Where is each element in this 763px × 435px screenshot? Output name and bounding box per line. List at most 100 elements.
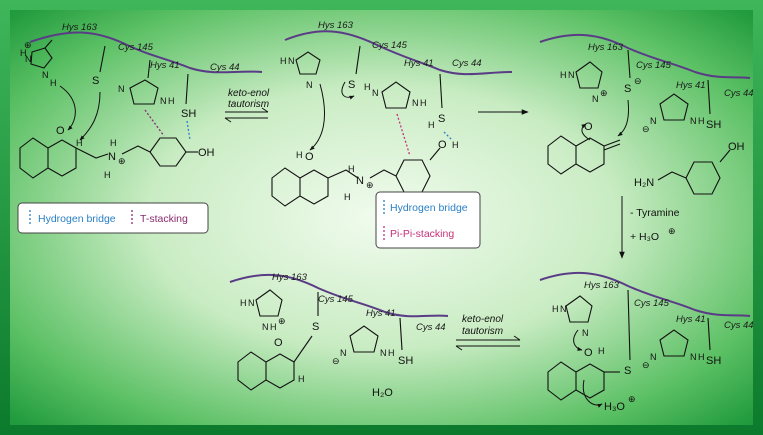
svg-text:⊕: ⊕ — [278, 316, 286, 326]
svg-text:H: H — [270, 322, 277, 332]
arrow-label-keto-enol: keto-enol — [228, 88, 270, 99]
svg-text:N: N — [412, 98, 419, 108]
svg-text:⊕: ⊕ — [24, 40, 32, 50]
svg-text:H: H — [348, 164, 355, 174]
svg-text:H: H — [50, 78, 57, 88]
svg-text:S: S — [438, 113, 445, 125]
legend-pi-pi-stacking: Pi-Pi-stacking — [390, 228, 454, 240]
svg-text:N: N — [560, 304, 567, 314]
svg-text:⊕: ⊕ — [668, 226, 676, 236]
svg-text:H: H — [168, 96, 175, 106]
legend-hydrogen-bridge: Hydrogen bridge — [38, 213, 116, 225]
equilibrium-arrow-2: keto-enol tautorism — [455, 314, 521, 351]
step-arrow: - Tyramine + H₃O ⊕ — [619, 196, 680, 259]
svg-text:N: N — [356, 175, 364, 187]
svg-text:S: S — [624, 365, 631, 377]
svg-text:N: N — [380, 348, 387, 358]
svg-text:N: N — [25, 54, 32, 64]
panel-5: Hys 163 Cys 145 Hys 41 Cys 44 H N N H ⊕ … — [229, 272, 449, 399]
panel-4: Hys 163 Cys 145 Hys 41 Cys 44 H N N S N … — [539, 271, 754, 413]
residue-label-his41: Hys 41 — [150, 60, 180, 71]
svg-text:Cys 145: Cys 145 — [634, 298, 670, 309]
svg-text:H: H — [298, 374, 305, 384]
residue-label-cys44: Cys 44 — [210, 62, 240, 73]
svg-text:H: H — [296, 150, 303, 160]
svg-text:Cys 145: Cys 145 — [636, 60, 672, 71]
legend-box-1 — [17, 202, 209, 234]
svg-text:S: S — [312, 321, 319, 333]
svg-text:O: O — [438, 139, 447, 151]
protein-backbone — [539, 33, 751, 79]
svg-text:keto-enol: keto-enol — [462, 314, 504, 325]
svg-text:N: N — [108, 151, 116, 163]
svg-text:⊕: ⊕ — [600, 88, 608, 98]
svg-text:N: N — [160, 96, 167, 106]
svg-text:N: N — [248, 298, 255, 308]
svg-text:⊕: ⊕ — [366, 180, 374, 190]
protein-backbone — [284, 30, 513, 76]
svg-text:H: H — [344, 192, 351, 202]
svg-text:OH: OH — [198, 147, 215, 159]
svg-text:H: H — [420, 98, 427, 108]
svg-text:Cys 145: Cys 145 — [318, 294, 354, 305]
svg-text:N: N — [262, 322, 269, 332]
svg-text:Hys 41: Hys 41 — [676, 314, 706, 325]
svg-text:H₂N: H₂N — [634, 177, 654, 189]
arrow-label-tautorism: tautorism — [228, 99, 269, 110]
svg-text:Hys 163: Hys 163 — [272, 272, 308, 283]
svg-text:O: O — [56, 125, 65, 137]
svg-text:O: O — [305, 151, 314, 163]
svg-text:N: N — [592, 94, 599, 104]
svg-text:SH: SH — [706, 119, 721, 131]
svg-text:N: N — [372, 88, 379, 98]
imidazole-ring — [30, 47, 53, 69]
svg-text:Hys 41: Hys 41 — [366, 308, 396, 319]
legend-box-2 — [375, 191, 481, 249]
svg-text:H: H — [388, 348, 395, 358]
legend-hydrogen-bridge-2: Hydrogen bridge — [390, 202, 468, 214]
svg-text:⊕: ⊕ — [118, 156, 126, 166]
protein-backbone — [539, 271, 751, 317]
svg-text:Cys 44: Cys 44 — [724, 88, 754, 99]
svg-text:S: S — [348, 79, 355, 91]
svg-text:N: N — [42, 70, 49, 80]
panel-1: Hys 163 Cys 145 Hys 41 Cys 44 H N ⊕ N H … — [17, 22, 263, 234]
svg-text:H: H — [110, 138, 117, 148]
svg-text:N: N — [288, 56, 295, 66]
svg-text:N: N — [690, 352, 697, 362]
svg-text:N: N — [340, 348, 347, 358]
svg-text:S: S — [624, 83, 631, 95]
svg-text:Hys 163: Hys 163 — [584, 280, 620, 291]
protein-backbone — [29, 31, 263, 74]
svg-text:SH: SH — [706, 355, 721, 367]
svg-text:H: H — [698, 116, 705, 126]
svg-text:N: N — [690, 116, 697, 126]
svg-text:Hys 163: Hys 163 — [588, 42, 624, 53]
svg-text:OH: OH — [728, 141, 745, 153]
svg-text:⊖: ⊖ — [634, 76, 642, 86]
step-label-minus-tyramine: - Tyramine — [630, 207, 680, 219]
residue-label-his163: Hys 163 — [62, 22, 98, 33]
svg-text:N: N — [650, 352, 657, 362]
svg-text:⊖: ⊖ — [642, 124, 650, 134]
svg-text:H: H — [560, 70, 567, 80]
svg-text:H: H — [552, 304, 559, 314]
svg-text:Cys 145: Cys 145 — [372, 40, 408, 51]
svg-text:N: N — [568, 70, 575, 80]
svg-text:H: H — [452, 140, 459, 150]
svg-text:Cys 44: Cys 44 — [724, 320, 754, 331]
svg-text:H₃O: H₃O — [604, 401, 625, 413]
svg-text:N: N — [118, 84, 125, 94]
svg-text:H: H — [76, 138, 83, 148]
svg-text:H₂O: H₂O — [372, 387, 393, 399]
svg-text:Hys 41: Hys 41 — [404, 58, 434, 69]
svg-text:Hys 163: Hys 163 — [318, 20, 354, 31]
svg-text:SH: SH — [398, 355, 413, 367]
svg-text:H: H — [280, 56, 287, 66]
panel-3: Hys 163 Cys 145 Hys 41 Cys 44 H N N ⊕ S … — [539, 33, 754, 195]
svg-text:H: H — [20, 48, 27, 58]
svg-text:⊖: ⊖ — [332, 356, 340, 366]
svg-text:N: N — [582, 328, 589, 338]
equilibrium-arrow-1: keto-enol tautorism — [224, 88, 270, 123]
